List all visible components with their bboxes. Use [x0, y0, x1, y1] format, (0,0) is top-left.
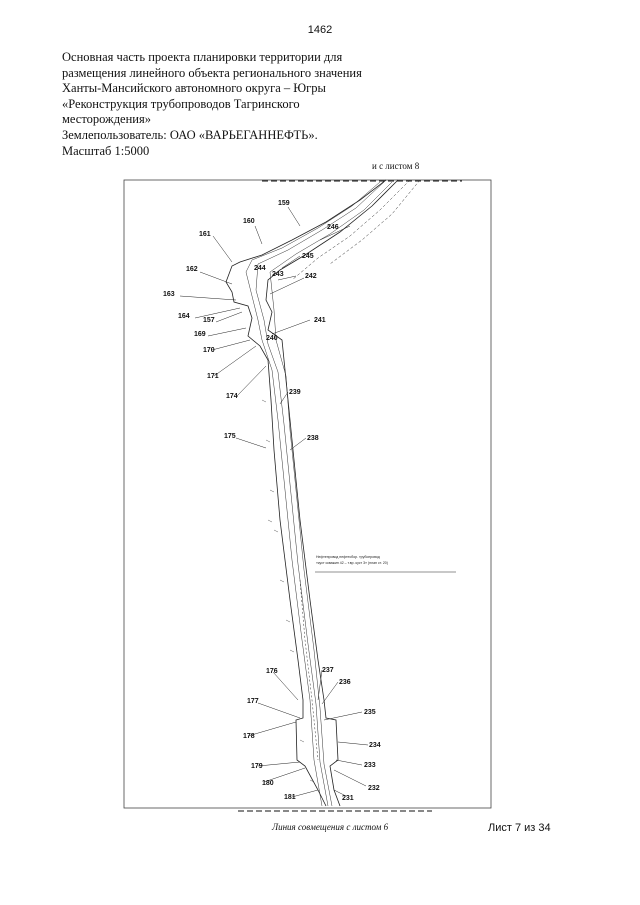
header-line: Землепользователь: ОАО «ВАРЬЕГАННЕФТЬ».	[62, 127, 318, 142]
pipeline-annotation-line-1: Нефтепровод нефтесбор. трубопровод	[316, 555, 380, 559]
sheet-number: Лист 7 из 34	[488, 822, 551, 834]
point-label: 178	[243, 733, 255, 740]
point-label: 174	[226, 393, 238, 400]
point-label: 243	[272, 271, 284, 278]
point-label: 175	[224, 433, 236, 440]
point-label: 179	[251, 763, 263, 770]
point-labels: 159 160 161 162 163 164 157 169 170 171 …	[163, 200, 381, 802]
ticks	[261, 399, 315, 783]
map-frame	[123, 179, 492, 809]
header-line: Масштаб 1:5000	[62, 143, 150, 158]
point-label: 242	[305, 273, 317, 280]
point-label: 231	[342, 795, 354, 802]
point-label: 233	[364, 762, 376, 769]
point-label: 164	[178, 313, 190, 320]
point-label: 169	[194, 331, 206, 338]
leader-lines	[179, 206, 456, 798]
point-label: 171	[207, 373, 219, 380]
pipelines	[245, 179, 421, 807]
point-label: 245	[302, 253, 314, 260]
page-number: 1462	[307, 24, 333, 36]
point-label: 161	[199, 231, 211, 238]
point-label: 176	[266, 668, 278, 675]
pipeline-annotation-line-2: «куст скважин 42 – т.вр. куст 3» (план с…	[316, 561, 388, 565]
point-label: 162	[186, 266, 198, 273]
header-line: размещения линейного объекта регионально…	[62, 65, 362, 80]
point-label: 163	[163, 291, 175, 298]
point-label: 181	[284, 794, 296, 801]
point-label: 180	[262, 780, 274, 787]
point-label: 234	[369, 742, 381, 749]
header-line: месторождения»	[62, 112, 151, 127]
header-line: Ханты-Мансийского автономного округа – Ю…	[62, 81, 326, 96]
point-label: 244	[254, 265, 266, 272]
document-header: Основная часть проекта планировки террит…	[62, 50, 392, 159]
point-label: 159	[278, 200, 290, 207]
point-label: 237	[322, 667, 334, 674]
header-line: «Реконструкция трубопроводов Тагринского	[62, 96, 300, 111]
point-label: 238	[307, 435, 319, 442]
point-label: 240	[266, 335, 278, 342]
point-label: 160	[243, 218, 255, 225]
point-label: 235	[364, 709, 376, 716]
point-label: 239	[289, 389, 301, 396]
point-label: 241	[314, 317, 326, 324]
point-label: 157	[203, 317, 215, 324]
point-label: 177	[247, 698, 259, 705]
header-line: Основная часть проекта планировки террит…	[62, 50, 343, 64]
point-label: 246	[327, 224, 339, 231]
match-line-bottom-label: Линия совмещения с листом 6	[272, 822, 389, 832]
point-label: 232	[368, 785, 380, 792]
point-label: 170	[203, 347, 215, 354]
corridor-boundary	[225, 179, 399, 807]
point-label: 236	[339, 679, 351, 686]
match-line-top-label: и с листом 8	[372, 161, 420, 171]
